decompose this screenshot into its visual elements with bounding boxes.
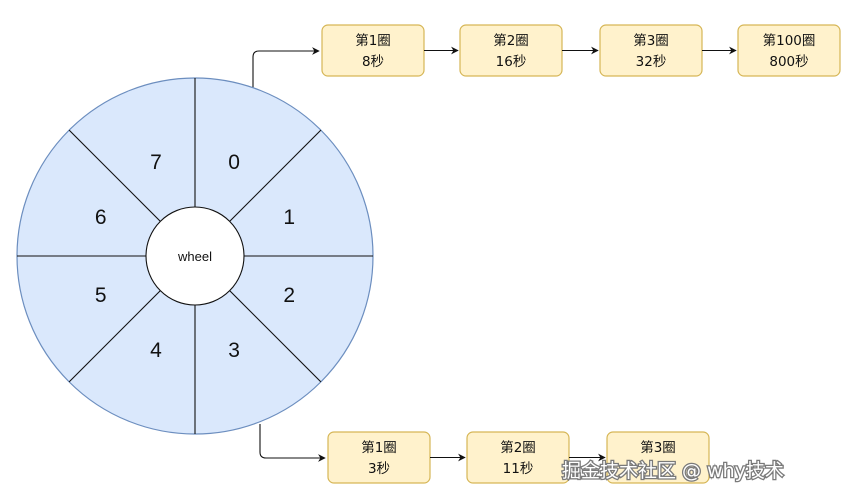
top-chain-node-4: 第100圈 800秒: [737, 24, 841, 77]
bottom-chain-node-value: 11秒: [503, 461, 534, 477]
top-chain-node-title: 第2圈: [493, 32, 529, 49]
connectors: [252, 47, 326, 462]
bottom-chain-node-title: 第3圈: [640, 439, 676, 456]
top-chain-node-value: 8秒: [362, 54, 384, 70]
wheel-slots: 0 1 2 3 4 5 6 7: [95, 151, 295, 362]
top-chain-node-value: 32秒: [636, 54, 667, 70]
timing-wheel: 0 1 2 3 4 5 6 7 wheel: [16, 77, 374, 435]
wheel-hub-label: wheel: [177, 249, 212, 264]
bottom-chain-node-value: 3秒: [368, 461, 390, 477]
wheel-spoke: [229, 129, 322, 222]
wheel-slot-0: 0: [228, 151, 240, 174]
top-chain-node-value: 16秒: [496, 54, 527, 70]
wheel-spoke: [68, 129, 161, 222]
top-chain-node-title: 第3圈: [633, 32, 669, 49]
wheel-spoke: [68, 290, 161, 383]
top-chain-node-box: [737, 24, 841, 77]
bottom-chain-node-box: [606, 431, 710, 484]
wheel-slot-7: 7: [150, 151, 162, 174]
top-chain-node-title: 第100圈: [763, 32, 816, 49]
wheel-slot-3: 3: [228, 339, 240, 362]
top-chain-node-value: 800秒: [769, 54, 808, 70]
top-chain-node-title: 第1圈: [355, 32, 391, 49]
wheel-spokes: [17, 78, 373, 434]
wheel-spoke: [229, 290, 322, 383]
wheel-hub: [145, 206, 245, 306]
watermark: 掘金技术社区 @ why技术: [562, 460, 784, 482]
wheel-slot-2: 2: [283, 284, 295, 307]
connector-slot0-to-top-chain: [252, 47, 320, 88]
wheel-slot-6: 6: [95, 206, 107, 229]
bottom-chain-node-3: 第3圈: [606, 431, 710, 484]
bottom-chain-node-title: 第2圈: [500, 439, 536, 456]
wheel-slot-4: 4: [150, 339, 162, 362]
connector-slot3-to-bottom-chain: [259, 424, 326, 462]
bottom-chain-node-title: 第1圈: [361, 439, 397, 456]
wheel-slot-1: 1: [283, 206, 295, 229]
wheel-slot-5: 5: [95, 284, 107, 307]
